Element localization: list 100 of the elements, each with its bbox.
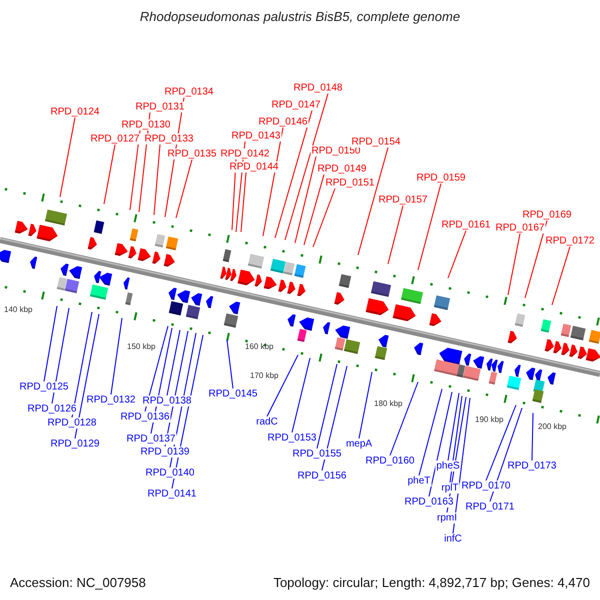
leader-line <box>74 314 100 439</box>
leader-line <box>72 312 92 418</box>
gene-label: RPD_0161 <box>440 220 492 230</box>
gene-label: RPD_0142 <box>220 148 270 160</box>
scale-label: 190 kbp <box>475 415 504 425</box>
gene-label: RPD_0129 <box>50 438 100 450</box>
gene-label: infC <box>443 534 463 544</box>
gene-label: RPD_0172 <box>544 236 596 246</box>
leader-line <box>358 372 372 439</box>
leader-line <box>388 205 404 264</box>
footer-text: Accession: NC_007958 <box>10 575 146 590</box>
leader-line <box>418 388 442 476</box>
leader-line <box>486 404 516 481</box>
leader-line <box>452 398 470 534</box>
gene-label: RPD_0131 <box>134 102 186 112</box>
leader-line <box>450 396 462 483</box>
gene-label: RPD_0155 <box>292 448 342 460</box>
gene-label: RPD_0136 <box>120 412 170 422</box>
gene-label: RPD_0140 <box>144 468 196 478</box>
leader-line <box>322 366 348 471</box>
gene-label: RPD_0147 <box>270 100 322 110</box>
leader-line <box>552 246 570 306</box>
leader-line <box>166 330 180 396</box>
leader-line <box>358 147 388 256</box>
scale-label: 140 kbp <box>4 305 32 315</box>
gene-label: RPD_0138 <box>142 396 192 406</box>
leader-line <box>154 144 160 216</box>
gene-label: RPD_0173 <box>506 460 558 472</box>
gene-label: rplT <box>440 482 460 494</box>
gene-label: RPD_0163 <box>404 496 454 508</box>
gene-label: RPD_0143 <box>230 130 282 142</box>
gene-label: RPD_0132 <box>86 394 136 406</box>
leader-line <box>104 144 116 204</box>
leader-line <box>284 93 328 240</box>
gene-label: RPD_0148 <box>292 82 344 94</box>
leader-line <box>226 340 234 389</box>
leader-line <box>130 130 140 210</box>
gene-label: RPD_0151 <box>324 178 376 188</box>
gene-label: RPD_0149 <box>316 164 368 174</box>
leader-line <box>294 156 316 244</box>
gene-label: pheS <box>435 460 461 472</box>
gene-label: RPD_0169 <box>522 210 572 220</box>
leader-line <box>176 159 192 218</box>
leader-line <box>240 172 246 232</box>
gene-label: RPD_0128 <box>46 418 98 428</box>
gene-label: RPD_0145 <box>208 388 258 400</box>
gene-label: RPD_0139 <box>140 446 190 458</box>
gene-label: pheT <box>406 476 432 486</box>
gene-label: RPD_0170 <box>460 480 512 492</box>
leader-line <box>508 233 520 296</box>
scale-label: 170 kbp <box>250 371 278 381</box>
gene-label: RPD_0125 <box>18 382 70 392</box>
leader-line <box>312 188 336 248</box>
gene-label: RPD_0144 <box>228 162 280 172</box>
leader-line <box>428 392 452 497</box>
gene-label: RPD_0153 <box>266 432 318 444</box>
leader-line <box>448 392 460 461</box>
scale-label: 150 kbp <box>127 342 156 352</box>
gene-label: radC <box>255 416 279 428</box>
gene-label: RPD_0157 <box>378 194 428 206</box>
title: Rhodopseudomonas palustris BisB5, complete genome <box>138 9 462 24</box>
leader-line <box>44 306 58 382</box>
gene-label: rpmI <box>436 512 458 524</box>
gene-label: RPD_0156 <box>296 470 348 482</box>
leader-line <box>448 230 466 278</box>
scale-label: 180 kbp <box>374 399 402 409</box>
gene-label: RPD_0134 <box>164 86 214 98</box>
gene-label: RPD_0133 <box>144 134 194 144</box>
leader-line <box>316 364 338 449</box>
gene-label: RPD_0146 <box>258 116 308 128</box>
leader-line <box>144 326 168 412</box>
leader-line <box>418 183 442 270</box>
gene-label: RPD_0159 <box>416 172 466 184</box>
gene-label: RPD_0167 <box>494 222 546 234</box>
scale-label: 200 kbp <box>538 422 566 432</box>
leader-line <box>292 358 310 433</box>
leader-line <box>524 220 548 298</box>
leader-line <box>266 354 298 417</box>
leader-line <box>52 308 70 404</box>
gene-label: mepA <box>344 438 374 450</box>
gene-label: RPD_0130 <box>120 120 172 130</box>
gene-label: RPD_0126 <box>26 404 78 414</box>
gene-label: RPD_0124 <box>50 106 100 118</box>
leader-line <box>110 318 122 395</box>
leader-line <box>60 117 76 198</box>
gene-label: RPD_0160 <box>364 456 416 466</box>
leader-line <box>490 408 522 502</box>
leader-line <box>390 382 418 456</box>
gene-label: RPD_0154 <box>350 136 402 148</box>
gene-label: RPD_0171 <box>464 502 516 512</box>
gene-label: RPD_0137 <box>126 434 176 444</box>
gene-label: RPD_0135 <box>166 148 218 160</box>
gene-label: RPD_0141 <box>146 488 198 500</box>
leader-line <box>232 159 236 230</box>
leader-line <box>274 110 312 238</box>
gene-label: RPD_0127 <box>90 134 140 144</box>
scale-label: 160 kbp <box>245 342 274 352</box>
leader-line <box>304 174 324 246</box>
footer-text: Topology: circular; Length: 4,892,717 bp; Genes: 4,470 <box>273 575 590 590</box>
leader-line <box>532 412 534 461</box>
